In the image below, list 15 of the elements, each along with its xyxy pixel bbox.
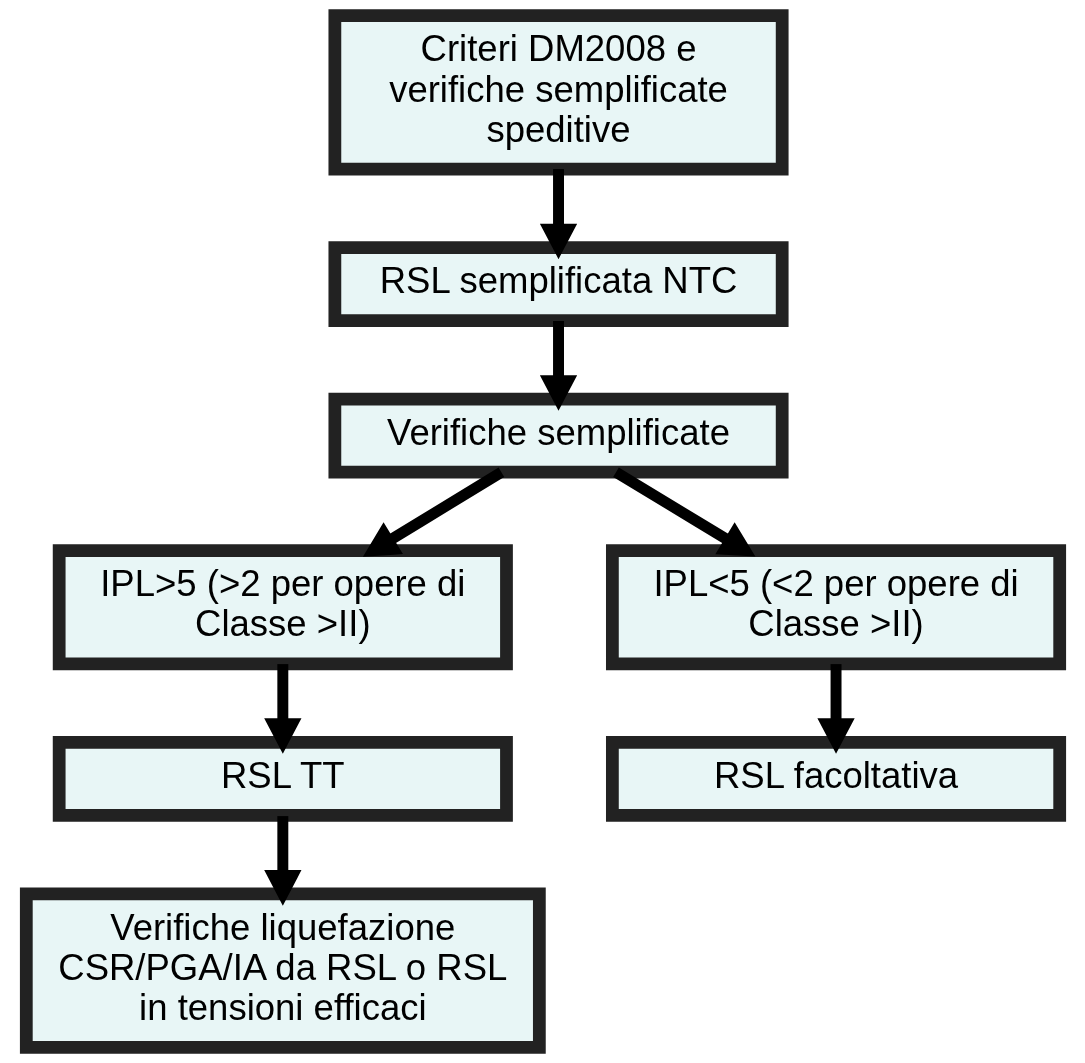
arrow bbox=[612, 467, 755, 557]
node-box: Criteri DM2008 e verifiche semplificate speditive bbox=[327, 9, 789, 176]
node-box: RSL semplificata NTC bbox=[327, 241, 789, 327]
node-box: RSL facoltativa bbox=[605, 736, 1066, 822]
arrow bbox=[362, 467, 504, 557]
arrow bbox=[539, 321, 577, 411]
arrow bbox=[539, 169, 577, 260]
node-box: IPL<5 (<2 per opere di Classe >II) bbox=[605, 544, 1066, 671]
arrow bbox=[816, 664, 855, 754]
node-box: IPL>5 (>2 per opere di Classe >II) bbox=[52, 544, 513, 671]
node-box: RSL TT bbox=[52, 736, 513, 822]
arrow bbox=[263, 664, 301, 754]
node-box: Verifiche semplificate bbox=[327, 392, 789, 479]
node-box: Verifiche liquefazione CSR/PGA/IA da RSL o RSL in tensioni efficaci bbox=[19, 887, 546, 1054]
arrow bbox=[263, 816, 301, 906]
